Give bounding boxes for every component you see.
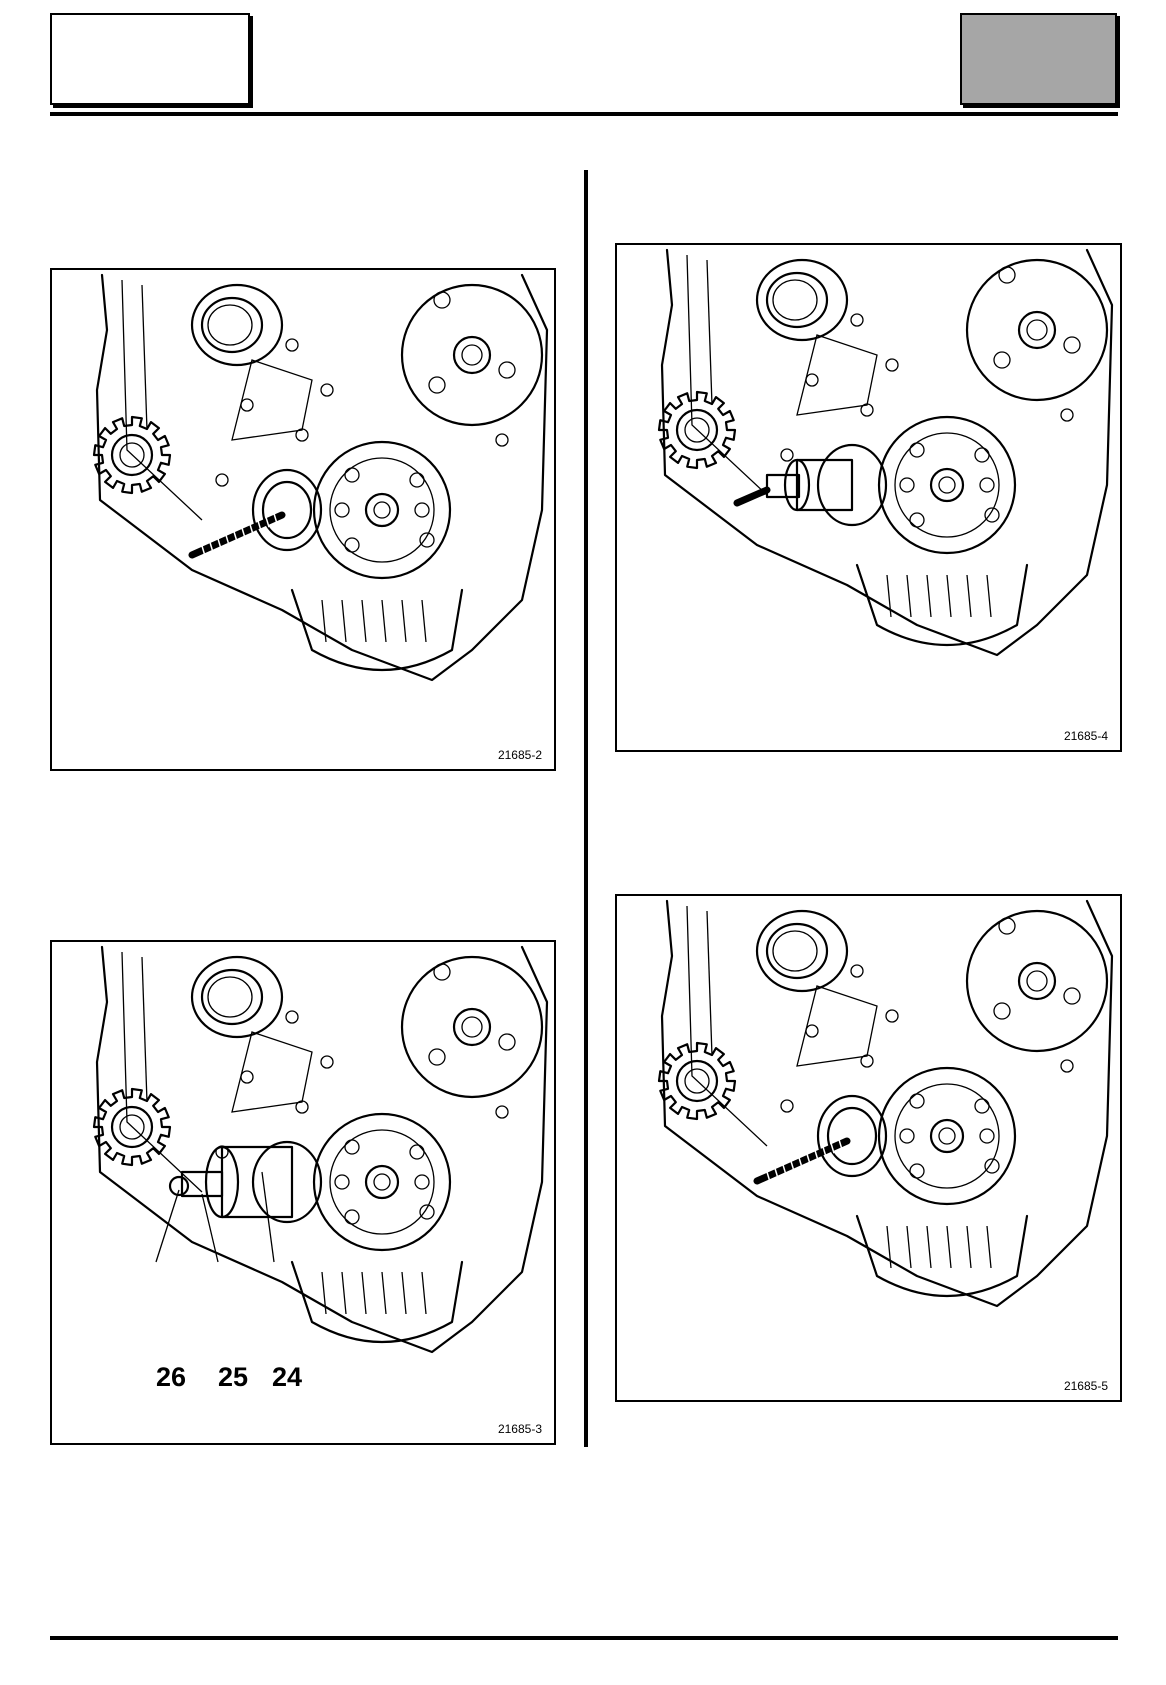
figure-reference-label: 21685-2 (497, 748, 542, 762)
figure-reference-label: 21685-5 (1063, 1379, 1108, 1393)
footer-rule (50, 1636, 1118, 1640)
header-left-box (50, 13, 250, 105)
engine-illustration (657, 248, 1114, 657)
figure-reference-label: 21685-3 (497, 1422, 542, 1436)
header-rule (50, 112, 1118, 116)
column-divider (584, 170, 588, 1447)
figure-21685-5: 21685-5 (615, 894, 1122, 1402)
callout-25: 25 (218, 1362, 249, 1392)
figure-reference-label: 21685-4 (1063, 729, 1108, 743)
figure-21685-3: 26 25 24 21685-3 (50, 940, 556, 1445)
engine-illustration (657, 899, 1114, 1308)
figure-21685-4: 21685-4 (615, 243, 1122, 752)
engine-illustration (92, 945, 549, 1354)
callout-26: 26 (156, 1362, 187, 1392)
figure-21685-2: 21685-2 (50, 268, 556, 771)
callout-24: 24 (272, 1362, 303, 1392)
header-right-box (960, 13, 1117, 105)
engine-illustration (92, 273, 549, 682)
